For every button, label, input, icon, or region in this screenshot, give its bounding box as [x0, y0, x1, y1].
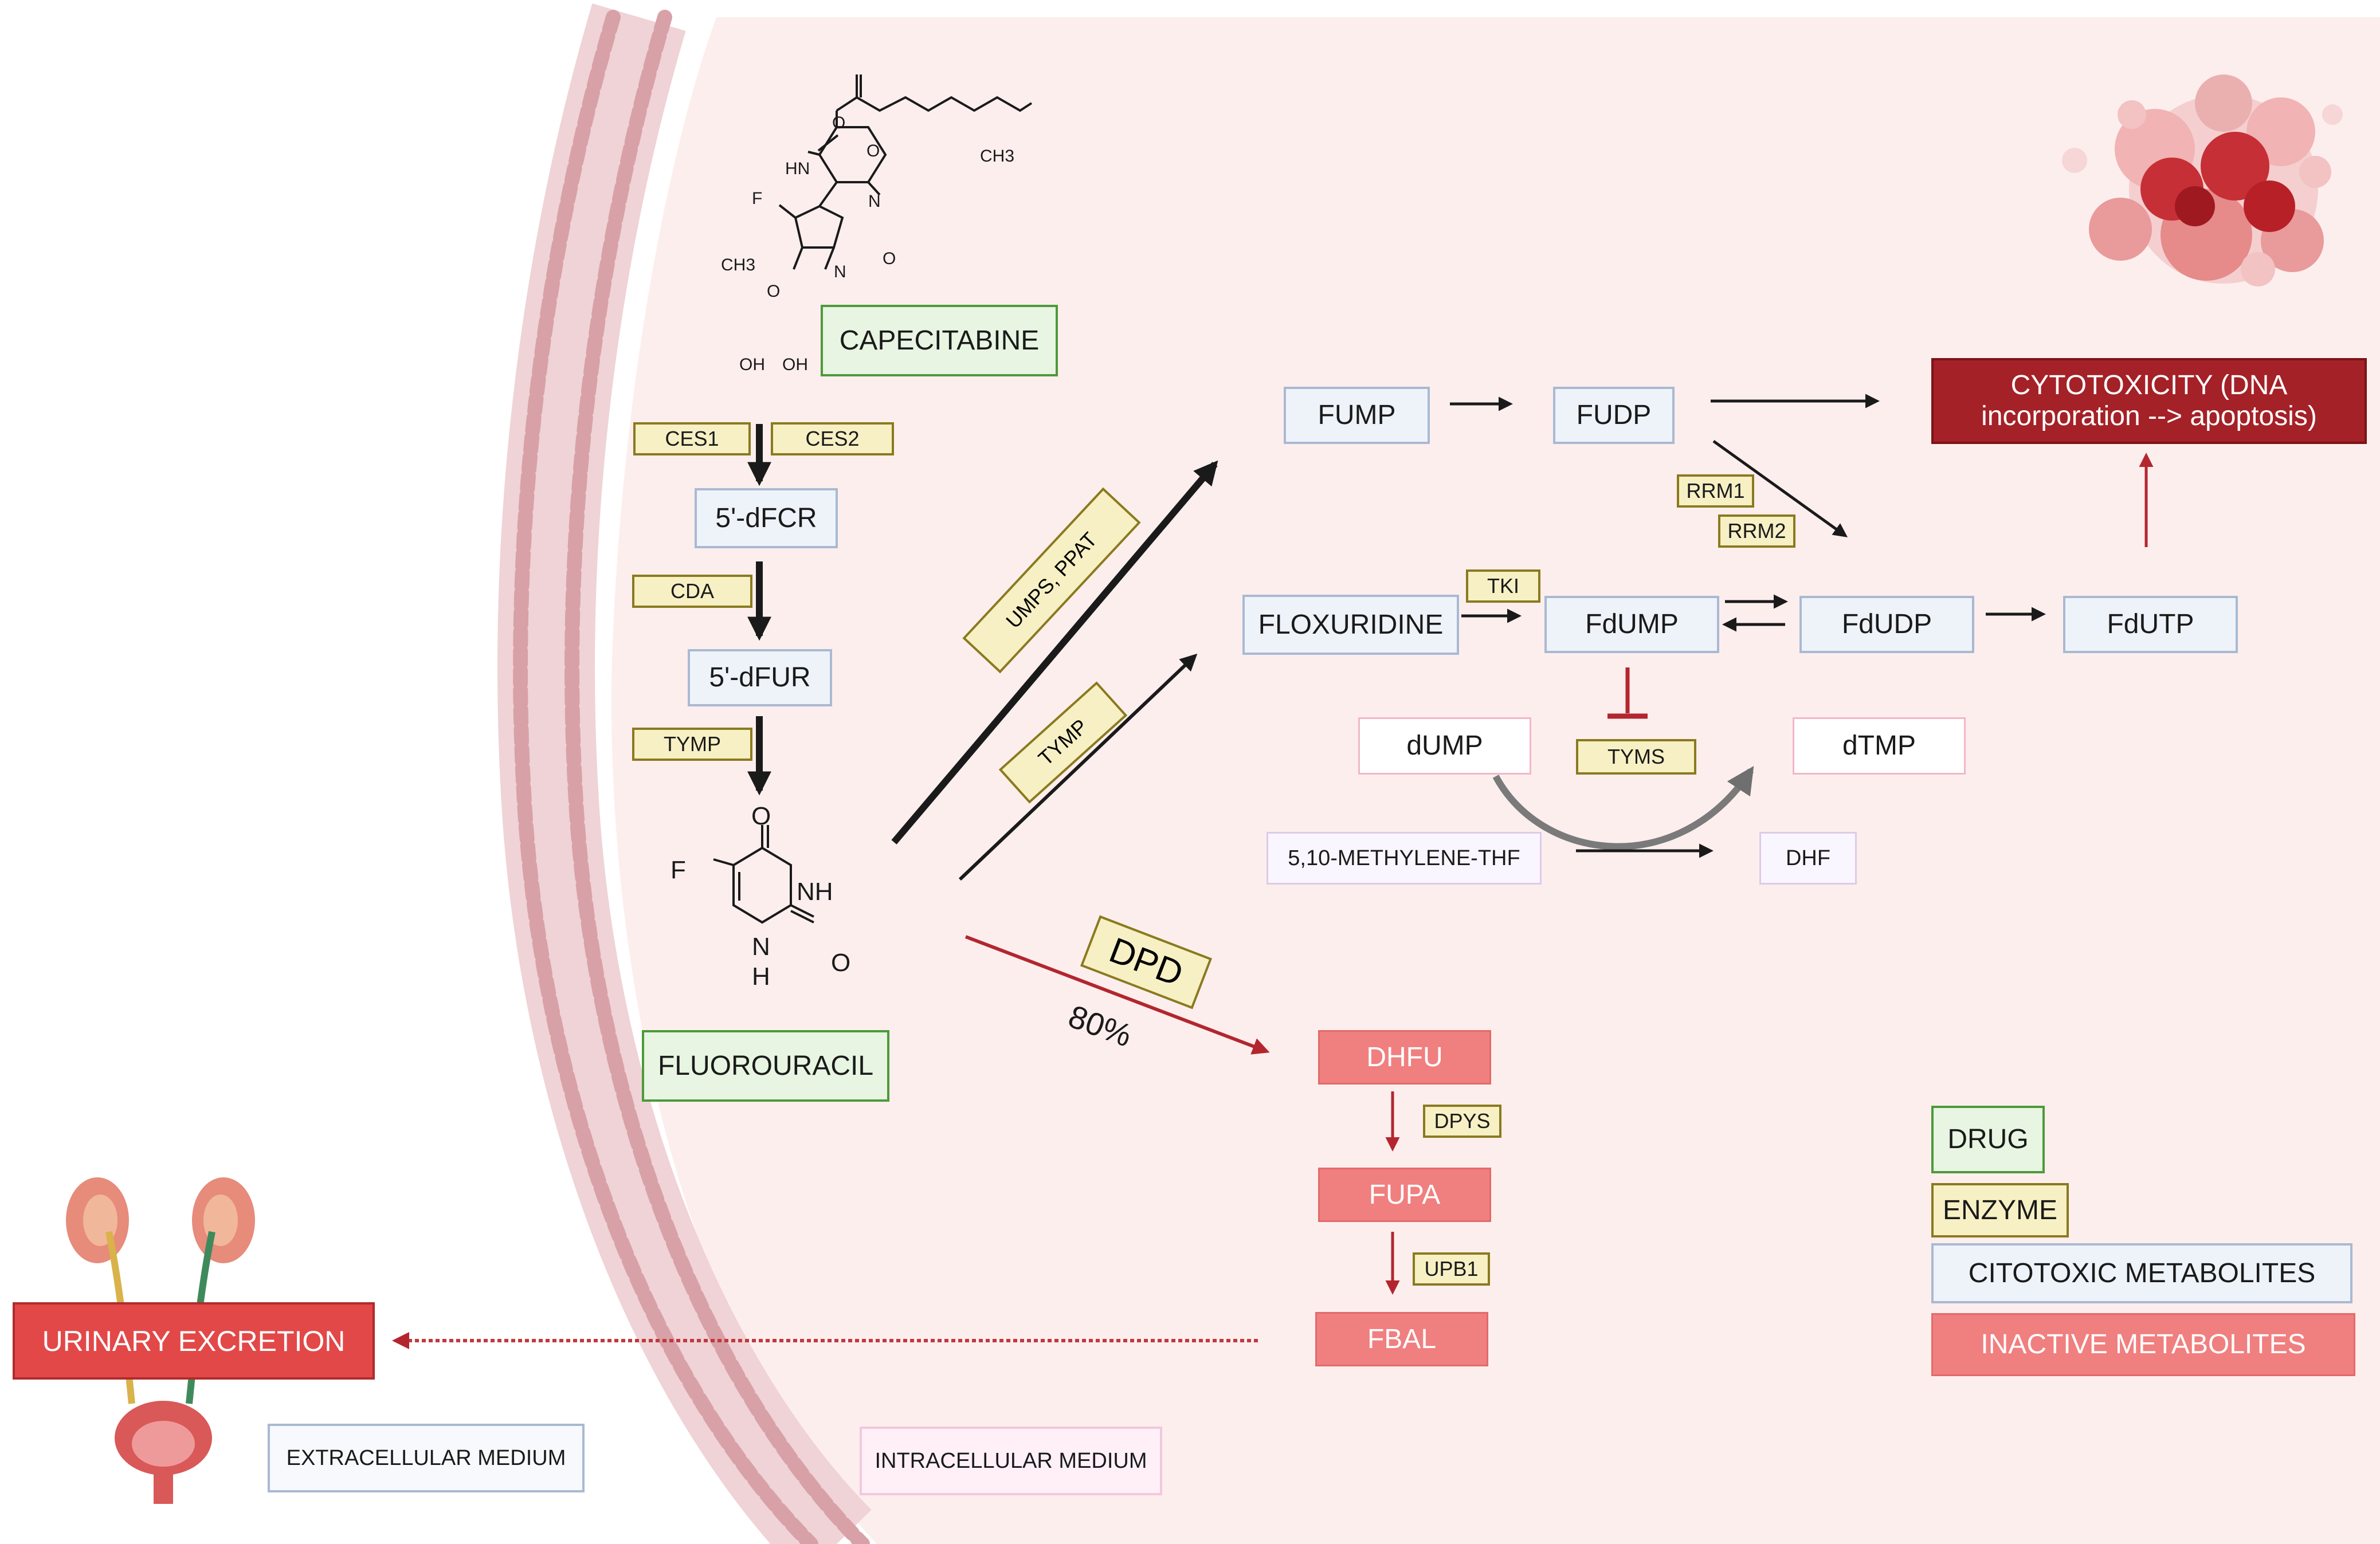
legend-citotoxic-metabolites: CITOTOXIC METABOLITES: [1931, 1243, 2352, 1303]
metabolite-dtmp: dTMP: [1793, 717, 1966, 775]
enzyme-ces2: CES2: [771, 422, 894, 455]
enzyme-upb1: UPB1: [1413, 1252, 1490, 1286]
metabolite-fupa: FUPA: [1318, 1168, 1491, 1222]
legend-inactive-metabolites: INACTIVE METABOLITES: [1931, 1313, 2355, 1376]
tumor-cells-illustration: [2062, 74, 2343, 286]
enzyme-rrm2: RRM2: [1718, 514, 1795, 548]
metabolite-5-dfur: 5'-dFUR: [688, 649, 832, 706]
atom-label-nh: NH: [797, 878, 833, 906]
metabolite-methylene-thf: 5,10-METHYLENE-THF: [1267, 832, 1542, 885]
atom-label-f: F: [671, 856, 686, 884]
capecitabine-box: CAPECITABINE: [821, 305, 1058, 376]
atom-label-o: O: [751, 802, 771, 830]
enzyme-tki: TKI: [1466, 569, 1540, 603]
capecitabine-structure: [778, 74, 1033, 270]
atom-label-o: O: [767, 282, 781, 301]
atom-label-o: O: [832, 113, 846, 132]
metabolite-fump: FUMP: [1284, 387, 1430, 444]
atom-label-oh: OH: [782, 355, 808, 374]
enzyme-rrm1: RRM1: [1677, 474, 1754, 508]
intracellular-medium-label: INTRACELLULAR MEDIUM: [860, 1427, 1162, 1495]
fluorouracil-structure: [713, 825, 814, 924]
metabolite-dump: dUMP: [1358, 717, 1531, 775]
metabolite-dhfu: DHFU: [1318, 1030, 1491, 1085]
atom-label-n: N: [834, 262, 846, 281]
extracellular-medium-label: EXTRACELLULAR MEDIUM: [268, 1424, 585, 1492]
metabolite-fbal: FBAL: [1315, 1312, 1488, 1366]
metabolite-dhf: DHF: [1759, 832, 1857, 885]
atom-label-o: O: [883, 249, 896, 268]
fluorouracil-box: FLUOROURACIL: [642, 1030, 889, 1102]
urinary-excretion-box: URINARY EXCRETION: [13, 1302, 375, 1380]
atom-label-n: N: [752, 933, 770, 961]
enzyme-tymp: TYMP: [632, 728, 752, 761]
atom-label-o: O: [866, 142, 880, 160]
enzyme-ces1: CES1: [633, 422, 751, 455]
pathway-arrows: [392, 394, 2154, 1349]
metabolite-fdudp: FdUDP: [1799, 596, 1974, 653]
cell-membrane: [497, 3, 872, 1544]
atom-label-o: O: [831, 949, 851, 977]
atom-label-ch3: CH3: [980, 147, 1015, 166]
atom-label-hn: HN: [785, 159, 810, 178]
atom-label-oh: OH: [739, 355, 765, 374]
legend-drug: DRUG: [1931, 1106, 2045, 1173]
atom-label-ch3: CH3: [721, 256, 756, 274]
enzyme-dpys: DPYS: [1423, 1105, 1501, 1138]
enzyme-tyms: TYMS: [1576, 739, 1696, 775]
cytotoxicity-box: CYTOTOXICITY (DNA incorporation --> apop…: [1931, 358, 2367, 444]
metabolite-fdump: FdUMP: [1544, 596, 1719, 653]
atom-label-f: F: [752, 189, 763, 208]
enzyme-cda: CDA: [632, 575, 752, 608]
legend-enzyme: ENZYME: [1931, 1183, 2069, 1237]
atom-label-n: N: [868, 192, 881, 211]
atom-label-h: H: [752, 962, 770, 991]
metabolite-fudp: FUDP: [1553, 387, 1675, 444]
floxuridine-box: FLOXURIDINE: [1242, 595, 1459, 655]
metabolite-fdutp: FdUTP: [2063, 596, 2238, 653]
metabolite-5-dfcr: 5'-dFCR: [695, 488, 838, 548]
